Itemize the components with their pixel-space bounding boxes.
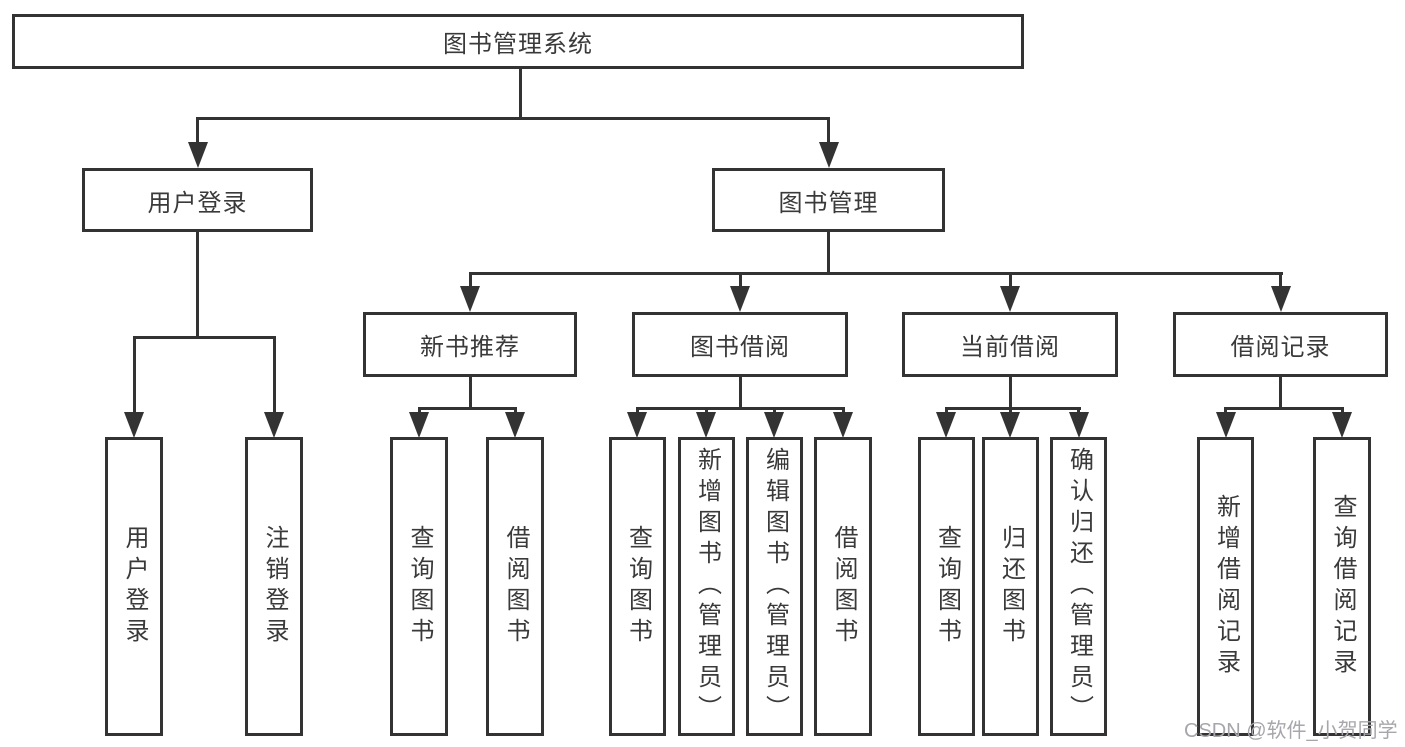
arrowhead-down [730, 286, 750, 312]
arrowhead-down [696, 412, 716, 438]
leaf-confirm-return-admin-label: 确认归还（管理员） [1065, 447, 1093, 726]
connector-line [738, 377, 742, 407]
leaf-query-books-current: 查询图书 [918, 437, 975, 736]
leaf-user-login-label: 用户登录 [121, 524, 148, 649]
leaf-add-books-admin: 新增图书（管理员） [678, 437, 735, 736]
leaf-logout: 注销登录 [245, 437, 303, 736]
arrowhead-down [627, 412, 647, 438]
node-root-label: 图书管理系统 [443, 31, 593, 58]
node-current-borrowing: 当前借阅 [902, 312, 1118, 377]
arrowhead-down [1068, 412, 1089, 438]
arrowhead-down [1332, 412, 1352, 438]
leaf-add-borrow-record: 新增借阅记录 [1197, 437, 1254, 736]
connector-line [1008, 377, 1012, 407]
leaf-confirm-return-admin: 确认归还（管理员） [1050, 437, 1107, 736]
node-new-book-recommend: 新书推荐 [363, 312, 577, 377]
node-book-management: 图书管理 [712, 168, 945, 232]
arrowhead-down [505, 412, 525, 438]
connector-line [468, 272, 472, 288]
arrowhead-down [187, 142, 208, 168]
connector-line [1340, 407, 1344, 415]
leaf-borrow-books-borrow: 借阅图书 [814, 437, 872, 736]
connector-line [827, 232, 830, 272]
node-book-borrowing: 图书借阅 [632, 312, 848, 377]
arrowhead-down [936, 412, 956, 438]
node-book-borrowing-label: 图书借阅 [690, 334, 790, 361]
connector-line [1224, 407, 1344, 410]
leaf-query-books-borrow-label: 查询图书 [624, 524, 652, 649]
arrowhead-down [833, 412, 853, 438]
node-borrowing-records: 借阅记录 [1173, 312, 1388, 377]
leaf-return-books-label: 归还图书 [997, 524, 1025, 649]
connector-line [704, 407, 708, 415]
arrowhead-down [764, 412, 784, 438]
node-book-management-label: 图书管理 [778, 189, 879, 217]
leaf-query-books-newbook: 查询图书 [390, 437, 448, 736]
connector-line [738, 272, 742, 288]
leaf-add-books-admin-label: 新增图书（管理员） [693, 447, 721, 726]
connector-line [196, 117, 830, 120]
leaf-borrow-books-newbook-label: 借阅图书 [502, 524, 529, 649]
arrowhead-down [818, 142, 839, 168]
node-root: 图书管理系统 [12, 14, 1024, 69]
connector-line [196, 232, 199, 336]
connector-line [944, 407, 948, 415]
leaf-borrow-books-newbook: 借阅图书 [486, 437, 544, 736]
connector-line [468, 377, 472, 407]
connector-line [1224, 407, 1227, 415]
arrowhead-down [409, 412, 429, 438]
connector-line [635, 407, 845, 410]
connector-line [513, 407, 517, 415]
arrowhead-down [264, 412, 284, 438]
connector-line [635, 407, 639, 415]
connector-line [1008, 407, 1012, 415]
leaf-query-books-newbook-label: 查询图书 [406, 524, 433, 649]
leaf-add-borrow-record-label: 新增借阅记录 [1212, 493, 1240, 680]
arrowhead-down [1000, 412, 1020, 438]
leaf-edit-books-admin: 编辑图书（管理员） [746, 437, 803, 736]
csdn-watermark: CSDN @软件_小贺同学 [1184, 720, 1398, 742]
leaf-query-books-current-label: 查询图书 [933, 524, 961, 649]
connector-line [468, 272, 1283, 275]
arrowhead-down [1270, 286, 1291, 312]
leaf-query-borrow-record: 查询借阅记录 [1313, 437, 1371, 736]
node-new-book-recommend-label: 新书推荐 [420, 334, 520, 361]
connector-line [132, 336, 276, 339]
node-user-login: 用户登录 [82, 168, 313, 232]
arrowhead-down [1215, 412, 1236, 438]
connector-line [132, 336, 136, 415]
arrowhead-down [460, 286, 480, 312]
connector-line [772, 407, 776, 415]
connector-line [518, 69, 522, 117]
connector-line [272, 336, 276, 415]
connector-line [1008, 272, 1012, 288]
connector-line [417, 407, 517, 410]
connector-line [1077, 407, 1080, 415]
connector-line [1279, 272, 1282, 288]
node-borrowing-records-label: 借阅记录 [1230, 334, 1331, 361]
arrowhead-down [1000, 286, 1020, 312]
arrowhead-down [124, 412, 144, 438]
node-user-login-label: 用户登录 [147, 189, 248, 217]
leaf-user-login: 用户登录 [105, 437, 163, 736]
connector-line [417, 407, 421, 415]
connector-line [196, 117, 199, 144]
leaf-query-borrow-record-label: 查询借阅记录 [1329, 493, 1356, 680]
leaf-borrow-books-borrow-label: 借阅图书 [830, 524, 857, 649]
leaf-query-books-borrow: 查询图书 [609, 437, 666, 736]
leaf-return-books: 归还图书 [982, 437, 1039, 736]
leaf-logout-label: 注销登录 [261, 524, 288, 649]
connector-line [944, 407, 1081, 410]
connector-line [841, 407, 845, 415]
connector-line [827, 117, 830, 144]
node-current-borrowing-label: 当前借阅 [960, 334, 1060, 361]
leaf-edit-books-admin-label: 编辑图书（管理员） [761, 447, 789, 726]
connector-line [1279, 377, 1282, 407]
